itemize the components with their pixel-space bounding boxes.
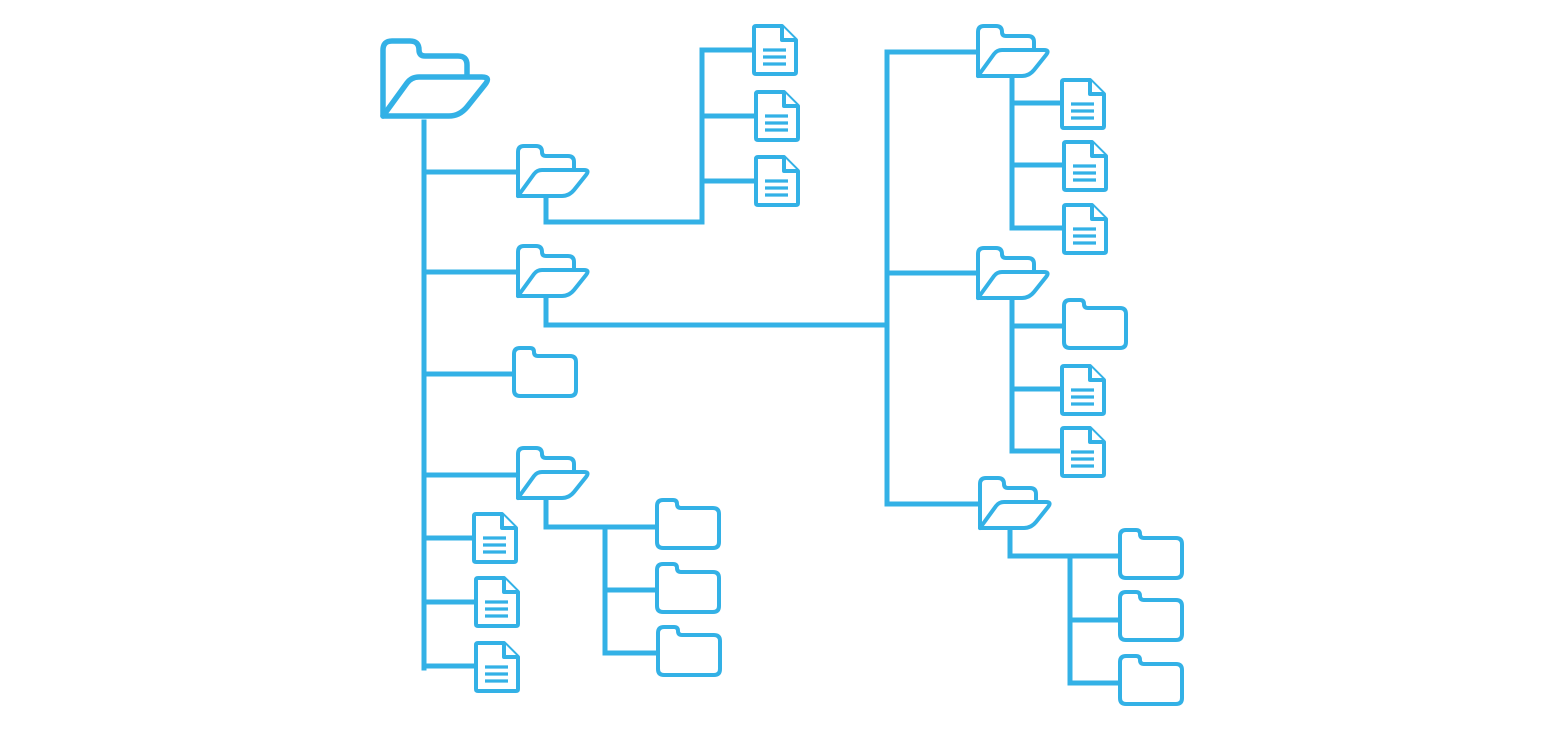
root-folder-icon[interactable] bbox=[383, 41, 487, 116]
child3-node-2[interactable] bbox=[658, 627, 720, 675]
child3-connector bbox=[543, 495, 658, 530]
c1-1-node-0[interactable] bbox=[1064, 300, 1126, 348]
c1-1-node-1[interactable] bbox=[1062, 366, 1104, 414]
c1-0-node-0[interactable] bbox=[1062, 80, 1104, 128]
c1-2-node-2[interactable] bbox=[1120, 656, 1182, 704]
c1-1-node-2[interactable] bbox=[1062, 428, 1104, 476]
child1-folder-2[interactable] bbox=[980, 478, 1050, 528]
child1-folder-1[interactable] bbox=[978, 248, 1048, 298]
child0-doc-2[interactable] bbox=[756, 157, 798, 205]
child0-doc-1[interactable] bbox=[756, 92, 798, 140]
c1-2-node-0[interactable] bbox=[1120, 530, 1182, 578]
node-6-document-icon[interactable] bbox=[476, 643, 518, 691]
tree-nodes bbox=[383, 26, 1182, 704]
c1-2-connector bbox=[1007, 525, 1121, 559]
child0-doc-0[interactable] bbox=[754, 26, 796, 74]
child1-connector bbox=[543, 293, 889, 328]
c1-0-node-1[interactable] bbox=[1064, 142, 1106, 190]
node-0-folder-open-icon[interactable] bbox=[518, 146, 588, 196]
node-3-folder-open-icon[interactable] bbox=[518, 448, 588, 498]
node-5-document-icon[interactable] bbox=[476, 578, 518, 626]
c1-2-node-1[interactable] bbox=[1120, 592, 1182, 640]
child3-node-1[interactable] bbox=[657, 564, 719, 612]
node-4-document-icon[interactable] bbox=[474, 514, 516, 562]
node-1-folder-open-icon[interactable] bbox=[518, 246, 588, 296]
child1-folder-0[interactable] bbox=[978, 26, 1048, 76]
node-2-folder-closed-icon[interactable] bbox=[514, 348, 576, 396]
child0-connector bbox=[543, 47, 705, 225]
c1-0-node-2[interactable] bbox=[1064, 205, 1106, 253]
tree-connectors bbox=[421, 47, 1121, 686]
child3-node-0[interactable] bbox=[657, 500, 719, 548]
